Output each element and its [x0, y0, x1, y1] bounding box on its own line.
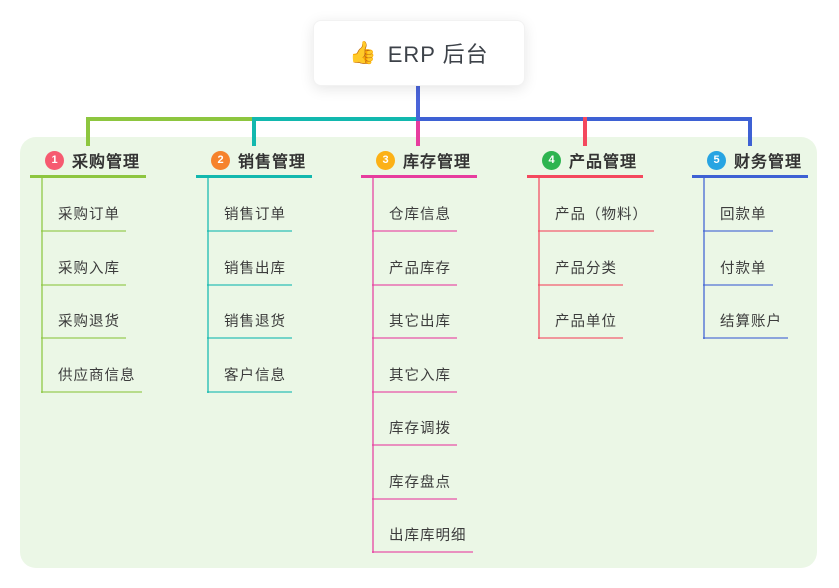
branch-label: 销售管理	[238, 154, 307, 171]
branch-spine-line	[538, 178, 540, 339]
root-node-label: ERP 后台	[387, 42, 489, 67]
branch-drop-line	[86, 117, 90, 146]
branch-number-badge: 4	[542, 150, 561, 170]
branch-child-item[interactable]: 采购退货	[41, 313, 126, 339]
branch-label: 产品管理	[569, 154, 638, 171]
branch-child-item[interactable]: 结算账户	[703, 313, 788, 339]
branch-child-item[interactable]: 采购入库	[41, 260, 126, 286]
branch-number-badge: 1	[45, 150, 64, 170]
branch-child-item[interactable]: 库存调拨	[372, 420, 457, 446]
branch-label: 采购管理	[72, 154, 141, 171]
branch-spine-line	[703, 178, 705, 339]
root-node-erp[interactable]: 👍 ERP 后台	[313, 20, 525, 86]
branch-header[interactable]: 5 财务管理	[707, 149, 802, 171]
branch-number-badge: 5	[707, 150, 726, 170]
branch-child-item[interactable]: 供应商信息	[41, 367, 142, 393]
branches-panel	[20, 137, 817, 568]
branch-child-item[interactable]: 产品单位	[538, 313, 623, 339]
thumbs-up-icon: 👍	[349, 40, 378, 65]
branch-header[interactable]: 3 库存管理	[376, 149, 471, 171]
branch-header[interactable]: 2 销售管理	[211, 149, 306, 171]
branch-child-item[interactable]: 销售出库	[207, 260, 292, 286]
branch-label: 库存管理	[403, 154, 472, 171]
root-vertical-line	[416, 84, 420, 121]
branch-child-item[interactable]: 库存盘点	[372, 474, 457, 500]
branch-underline	[196, 175, 312, 178]
branch-child-item[interactable]: 仓库信息	[372, 206, 457, 232]
bus-segment-green	[86, 117, 256, 121]
branch-child-item[interactable]: 产品（物料）	[538, 206, 654, 232]
branch-label: 财务管理	[734, 154, 803, 171]
branch-drop-line	[416, 121, 420, 146]
branch-underline	[692, 175, 808, 178]
branch-drop-line	[583, 117, 587, 146]
branch-underline	[527, 175, 643, 178]
branch-child-item[interactable]: 付款单	[703, 260, 773, 286]
branch-number-badge: 3	[376, 150, 395, 170]
branch-number-badge: 2	[211, 150, 230, 170]
branch-child-item[interactable]: 其它入库	[372, 367, 457, 393]
bus-segment-teal	[252, 117, 416, 121]
branch-child-item[interactable]: 产品库存	[372, 260, 457, 286]
branch-child-item[interactable]: 回款单	[703, 206, 773, 232]
branch-child-item[interactable]: 采购订单	[41, 206, 126, 232]
branch-header[interactable]: 1 采购管理	[45, 149, 140, 171]
branch-child-item[interactable]: 销售退货	[207, 313, 292, 339]
branch-child-item[interactable]: 产品分类	[538, 260, 623, 286]
branch-drop-line	[252, 117, 256, 146]
branch-child-item[interactable]: 客户信息	[207, 367, 292, 393]
branch-child-item[interactable]: 销售订单	[207, 206, 292, 232]
branch-drop-line	[748, 117, 752, 146]
branch-child-item[interactable]: 其它出库	[372, 313, 457, 339]
branch-spine-line	[372, 178, 374, 553]
branch-underline	[361, 175, 477, 178]
branch-underline	[30, 175, 146, 178]
branch-child-item[interactable]: 出库库明细	[372, 527, 473, 553]
branch-header[interactable]: 4 产品管理	[542, 149, 637, 171]
